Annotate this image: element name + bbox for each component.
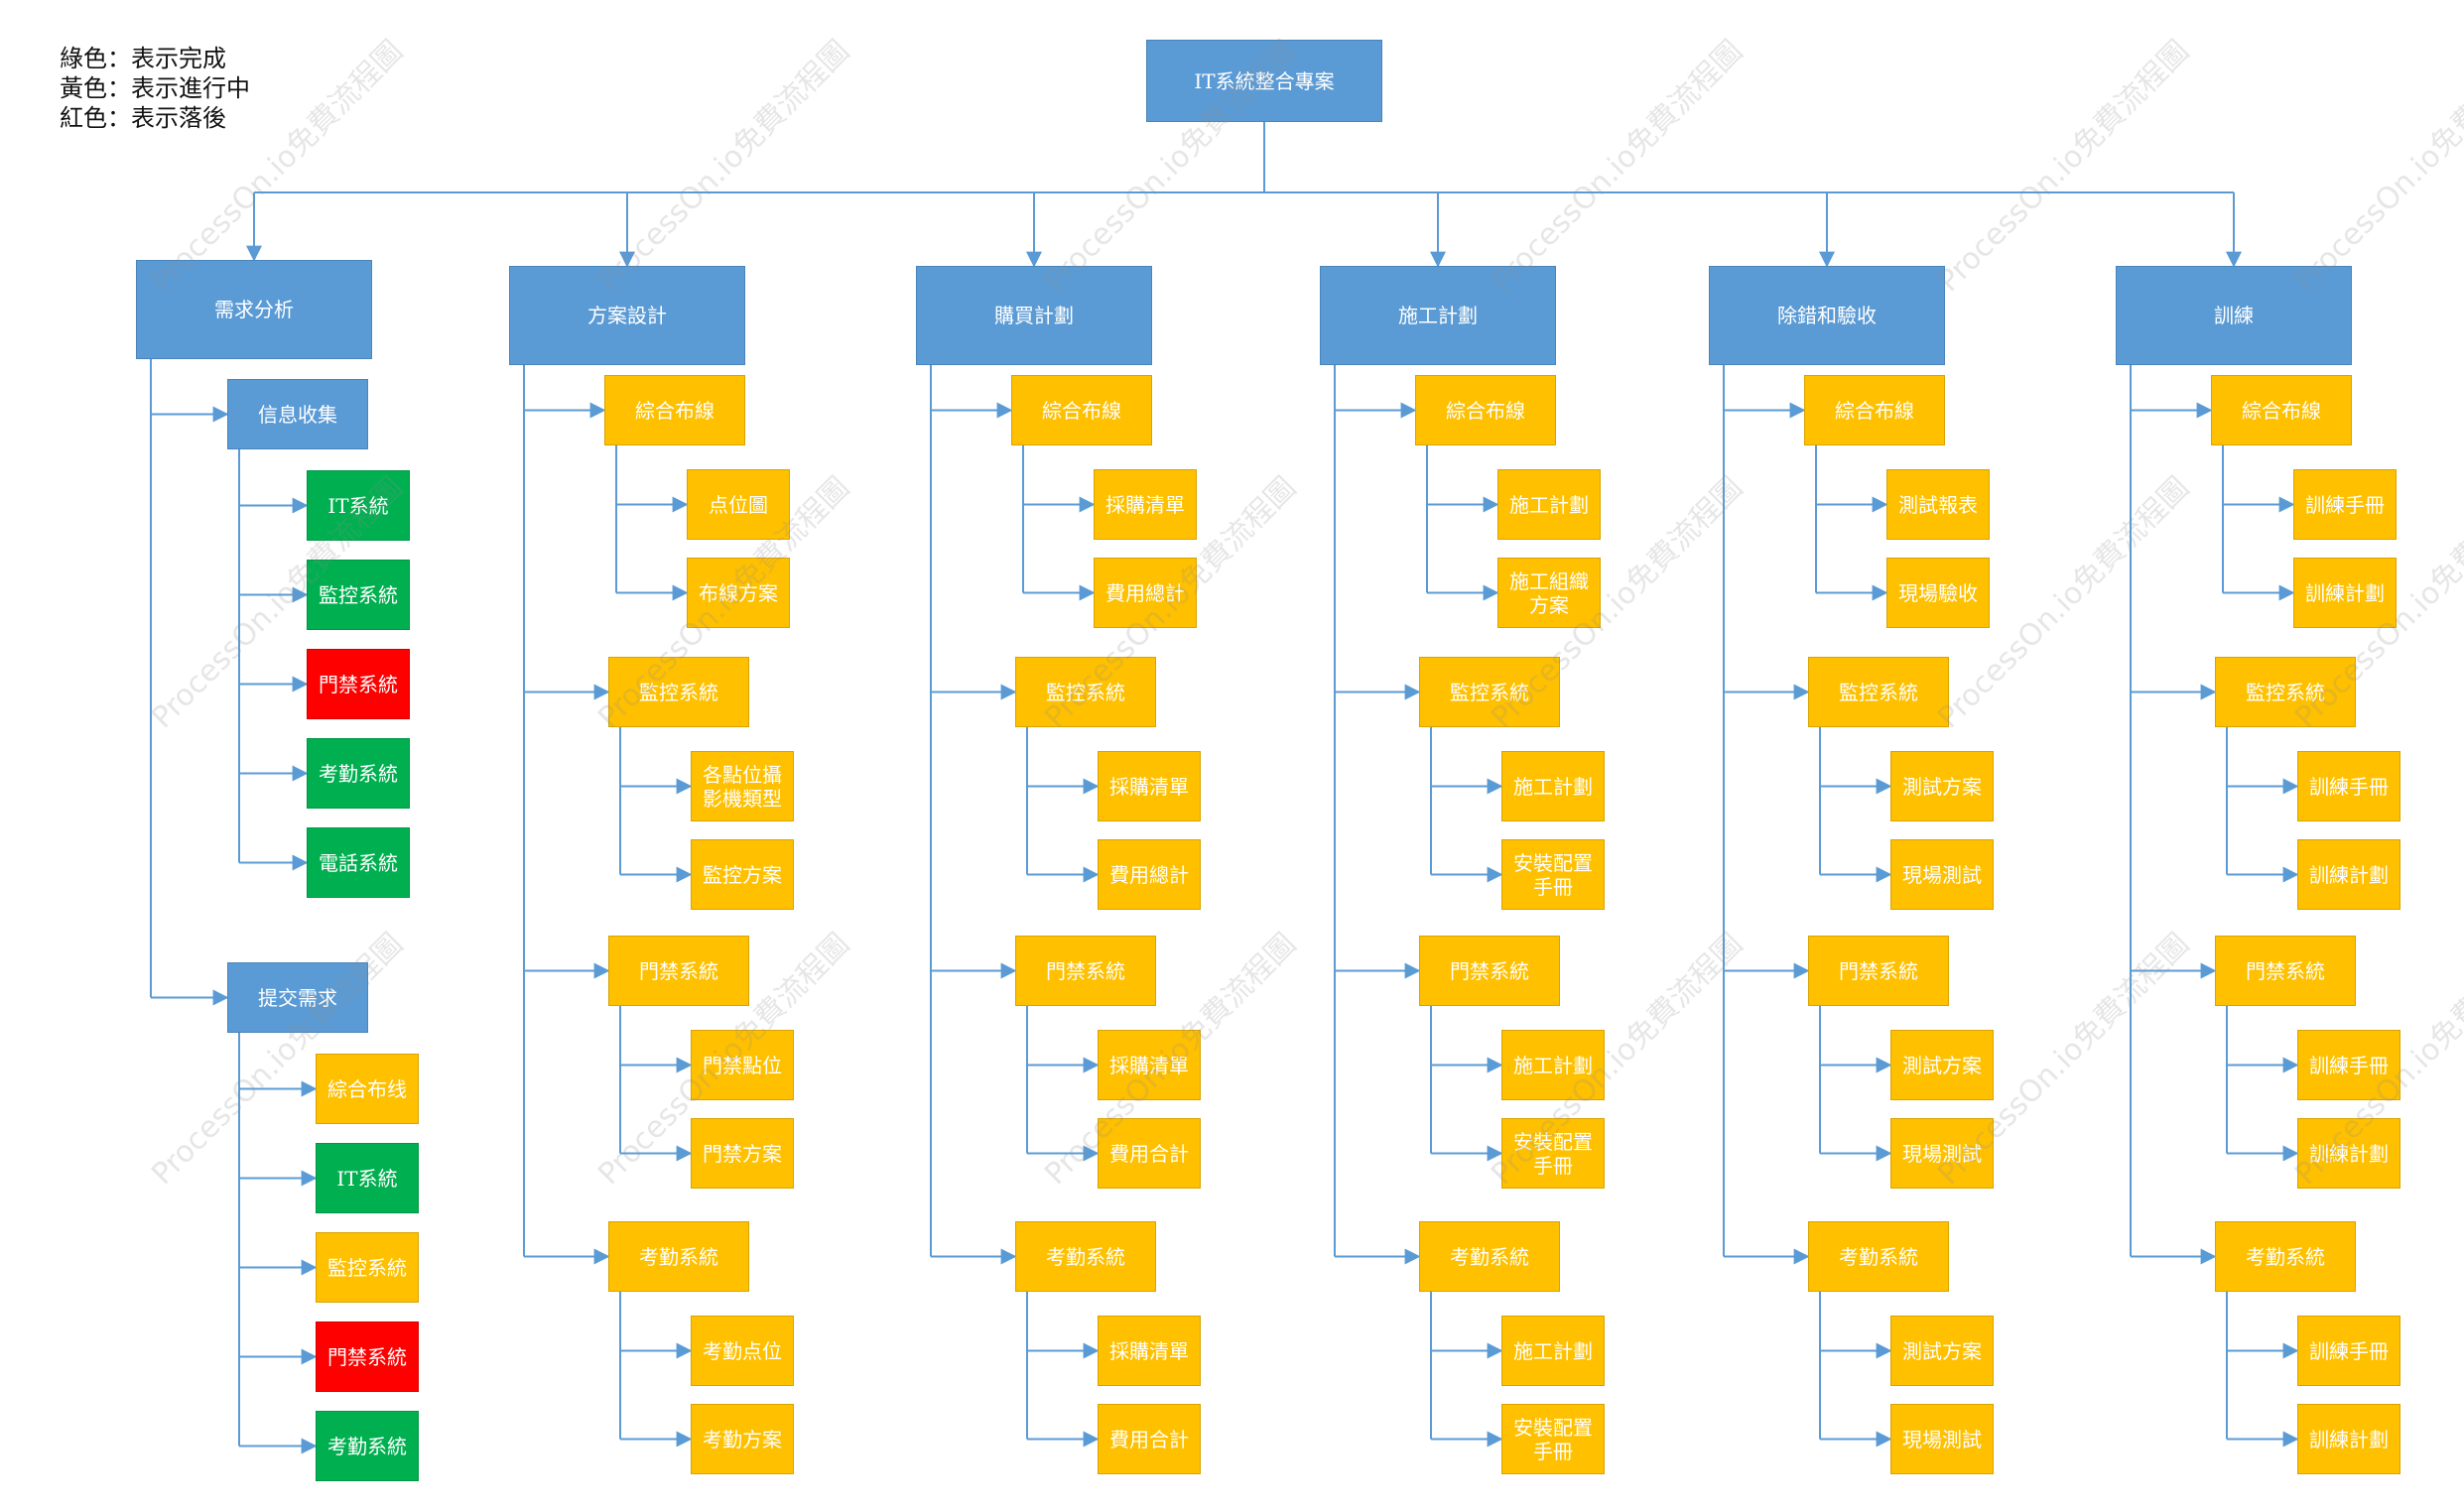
item-node-3-0-0[interactable]: 施工計劃 bbox=[1497, 469, 1601, 540]
group-node-4-3[interactable]: 考勤系統 bbox=[1808, 1221, 1949, 1292]
branch-node-1[interactable]: 方案設計 bbox=[509, 266, 745, 365]
branch-node-0[interactable]: 需求分析 bbox=[136, 260, 372, 359]
item-node-4-1-0[interactable]: 測試方案 bbox=[1890, 751, 1994, 821]
group-node-3-1[interactable]: 監控系統 bbox=[1419, 657, 1560, 727]
item-node-3-1-0[interactable]: 施工計劃 bbox=[1501, 751, 1605, 821]
item-node-4-3-1[interactable]: 現場測試 bbox=[1890, 1404, 1994, 1474]
item-node-2-0-1[interactable]: 費用總計 bbox=[1094, 558, 1197, 628]
item-node-5-3-1[interactable]: 訓練計劃 bbox=[2297, 1404, 2400, 1474]
item-node-0-1-2[interactable]: 監控系統 bbox=[316, 1232, 419, 1303]
item-node-3-3-1[interactable]: 安裝配置手冊 bbox=[1501, 1404, 1605, 1474]
item-node-5-3-0[interactable]: 訓練手冊 bbox=[2297, 1316, 2400, 1386]
group-node-3-3[interactable]: 考勤系統 bbox=[1419, 1221, 1560, 1292]
legend-yellow: 黃色：表示進行中 bbox=[60, 74, 250, 102]
group-node-1-0[interactable]: 綜合布線 bbox=[604, 375, 745, 445]
item-node-0-0-2[interactable]: 門禁系統 bbox=[307, 649, 410, 719]
legend-green: 綠色：表示完成 bbox=[60, 45, 226, 72]
item-node-3-3-0[interactable]: 施工計劃 bbox=[1501, 1316, 1605, 1386]
item-node-0-0-1[interactable]: 監控系統 bbox=[307, 560, 410, 630]
group-node-4-0[interactable]: 綜合布線 bbox=[1804, 375, 1945, 445]
item-node-0-1-4[interactable]: 考勤系統 bbox=[316, 1411, 419, 1481]
item-node-1-0-1[interactable]: 布線方案 bbox=[687, 558, 790, 628]
group-node-5-2[interactable]: 門禁系統 bbox=[2215, 936, 2356, 1006]
item-node-4-0-1[interactable]: 現場驗收 bbox=[1886, 558, 1990, 628]
group-node-5-3[interactable]: 考勤系統 bbox=[2215, 1221, 2356, 1292]
item-node-3-2-1[interactable]: 安裝配置手冊 bbox=[1501, 1118, 1605, 1189]
item-node-2-1-1[interactable]: 費用總計 bbox=[1098, 839, 1201, 910]
item-node-3-0-1[interactable]: 施工組織方案 bbox=[1497, 558, 1601, 628]
item-node-4-2-1[interactable]: 現場測試 bbox=[1890, 1118, 1994, 1189]
item-node-1-2-0[interactable]: 門禁點位 bbox=[691, 1030, 794, 1100]
item-node-1-0-0[interactable]: 点位圖 bbox=[687, 469, 790, 540]
item-node-4-0-0[interactable]: 測試報表 bbox=[1886, 469, 1990, 540]
item-node-0-0-4[interactable]: 電話系統 bbox=[307, 827, 410, 898]
group-node-1-2[interactable]: 門禁系統 bbox=[608, 936, 749, 1006]
item-node-4-2-0[interactable]: 測試方案 bbox=[1890, 1030, 1994, 1100]
group-node-5-0[interactable]: 綜合布線 bbox=[2211, 375, 2352, 445]
branch-node-3[interactable]: 施工計劃 bbox=[1320, 266, 1556, 365]
item-node-2-1-0[interactable]: 採購清單 bbox=[1098, 751, 1201, 821]
group-node-0-0[interactable]: 信息收集 bbox=[227, 379, 368, 449]
item-node-1-2-1[interactable]: 門禁方案 bbox=[691, 1118, 794, 1189]
item-node-4-3-0[interactable]: 測試方案 bbox=[1890, 1316, 1994, 1386]
branch-node-4[interactable]: 除錯和驗收 bbox=[1709, 266, 1945, 365]
item-node-5-0-0[interactable]: 訓練手冊 bbox=[2293, 469, 2397, 540]
item-node-1-1-1[interactable]: 監控方案 bbox=[691, 839, 794, 910]
item-node-2-3-0[interactable]: 採購清單 bbox=[1098, 1316, 1201, 1386]
root-node[interactable]: IT系統整合專案 bbox=[1146, 40, 1382, 122]
item-node-0-1-0[interactable]: 綜合布线 bbox=[316, 1054, 419, 1124]
group-node-5-1[interactable]: 監控系統 bbox=[2215, 657, 2356, 727]
item-node-2-2-1[interactable]: 費用合計 bbox=[1098, 1118, 1201, 1189]
group-node-3-2[interactable]: 門禁系統 bbox=[1419, 936, 1560, 1006]
item-node-3-2-0[interactable]: 施工計劃 bbox=[1501, 1030, 1605, 1100]
item-node-2-3-1[interactable]: 費用合計 bbox=[1098, 1404, 1201, 1474]
branch-node-2[interactable]: 購買計劃 bbox=[916, 266, 1152, 365]
item-node-2-0-0[interactable]: 採購清單 bbox=[1094, 469, 1197, 540]
item-node-5-1-0[interactable]: 訓練手冊 bbox=[2297, 751, 2400, 821]
item-node-4-1-1[interactable]: 現場測試 bbox=[1890, 839, 1994, 910]
group-node-2-1[interactable]: 監控系統 bbox=[1015, 657, 1156, 727]
item-node-0-1-3[interactable]: 門禁系統 bbox=[316, 1321, 419, 1392]
item-node-5-2-0[interactable]: 訓練手冊 bbox=[2297, 1030, 2400, 1100]
group-node-2-0[interactable]: 綜合布線 bbox=[1011, 375, 1152, 445]
item-node-1-3-1[interactable]: 考勤方案 bbox=[691, 1404, 794, 1474]
group-node-2-2[interactable]: 門禁系統 bbox=[1015, 936, 1156, 1006]
group-node-1-1[interactable]: 監控系統 bbox=[608, 657, 749, 727]
item-node-3-1-1[interactable]: 安裝配置手冊 bbox=[1501, 839, 1605, 910]
item-node-5-1-1[interactable]: 訓練計劃 bbox=[2297, 839, 2400, 910]
group-node-2-3[interactable]: 考勤系統 bbox=[1015, 1221, 1156, 1292]
group-node-4-1[interactable]: 監控系統 bbox=[1808, 657, 1949, 727]
branch-node-5[interactable]: 訓練 bbox=[2116, 266, 2352, 365]
item-node-0-0-0[interactable]: IT系統 bbox=[307, 470, 410, 541]
item-node-5-0-1[interactable]: 訓練計劃 bbox=[2293, 558, 2397, 628]
group-node-4-2[interactable]: 門禁系統 bbox=[1808, 936, 1949, 1006]
item-node-1-1-0[interactable]: 各點位攝影機類型 bbox=[691, 751, 794, 821]
group-node-1-3[interactable]: 考勤系統 bbox=[608, 1221, 749, 1292]
item-node-0-0-3[interactable]: 考勤系統 bbox=[307, 738, 410, 809]
item-node-5-2-1[interactable]: 訓練計劃 bbox=[2297, 1118, 2400, 1189]
group-node-0-1[interactable]: 提交需求 bbox=[227, 962, 368, 1033]
item-node-0-1-1[interactable]: IT系統 bbox=[316, 1143, 419, 1213]
item-node-1-3-0[interactable]: 考勤点位 bbox=[691, 1316, 794, 1386]
item-node-2-2-0[interactable]: 採購清單 bbox=[1098, 1030, 1201, 1100]
legend-red: 紅色：表示落後 bbox=[60, 104, 226, 132]
group-node-3-0[interactable]: 綜合布線 bbox=[1415, 375, 1556, 445]
